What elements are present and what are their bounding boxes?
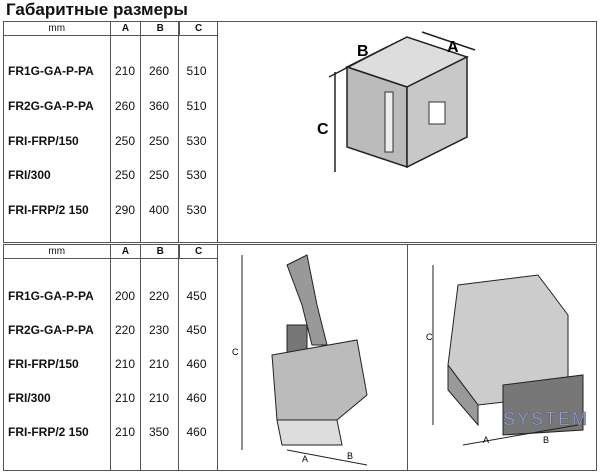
table-row: FRI-FRP/150 210 210 460 [4, 357, 217, 371]
dim-label-a: A [302, 454, 308, 464]
model-name: FRI-FRP/150 [8, 357, 79, 371]
dim-a: 210 [114, 357, 136, 371]
model-name: FR2G-GA-P-PA [8, 323, 94, 337]
dim-c: 510 [186, 99, 207, 113]
box-drawing: B A C [217, 22, 597, 242]
dim-label-b: B [543, 435, 549, 445]
dim-a: 210 [114, 391, 136, 405]
dim-label-c: C [317, 121, 329, 138]
dim-a: 200 [114, 289, 136, 303]
model-name: FRI-FRP/150 [8, 134, 79, 148]
page-title: Габаритные размеры [6, 0, 188, 19]
dim-b: 250 [148, 168, 170, 182]
header-a: A [111, 22, 142, 35]
table-row: FRI-FRP/2 150 290 400 530 [4, 203, 217, 217]
dim-label-a: A [483, 435, 489, 445]
dim-label-b: B [347, 451, 353, 461]
dim-c: 460 [186, 357, 207, 371]
model-name: FR1G-GA-P-PA [8, 289, 94, 303]
dim-a: 210 [114, 64, 136, 78]
table-row: FRI/300 250 250 530 [4, 168, 217, 182]
dim-b: 220 [148, 289, 170, 303]
dim-c: 530 [186, 203, 207, 217]
table-row: FR1G-GA-P-PA 210 260 510 [4, 64, 217, 78]
table-row: FR2G-GA-P-PA 260 360 510 [4, 99, 217, 113]
dim-b: 400 [148, 203, 170, 217]
header-mm: mm [4, 245, 111, 258]
dim-b: 210 [148, 391, 170, 405]
model-name: FR2G-GA-P-PA [8, 99, 94, 113]
dim-b: 230 [148, 323, 170, 337]
model-name: FRI-FRP/2 150 [8, 425, 89, 439]
dim-a: 250 [114, 134, 136, 148]
dim-a: 220 [114, 323, 136, 337]
dim-c: 460 [186, 425, 207, 439]
model-name: FR1G-GA-P-PA [8, 64, 94, 78]
watermark-logo: SYSTEM [503, 409, 589, 429]
dim-b: 360 [148, 99, 170, 113]
model-name: FRI-FRP/2 150 [8, 203, 89, 217]
vegetable-cutter-front-drawing: C A B SYSTEM [408, 245, 597, 470]
model-name: FRI/300 [8, 391, 51, 405]
table-row: FR2G-GA-P-PA 220 230 450 [4, 323, 217, 337]
header-b: B [141, 245, 181, 258]
header-c: C [194, 246, 203, 257]
header-b: B [141, 22, 181, 35]
dim-label-c: C [426, 332, 433, 342]
dim-b: 350 [148, 425, 170, 439]
table-row: FRI-FRP/150 250 250 530 [4, 134, 217, 148]
header-a: A [111, 245, 142, 258]
dim-label-b: B [357, 43, 369, 60]
dim-c: 530 [186, 168, 207, 182]
dim-a: 290 [114, 203, 136, 217]
dim-b: 260 [148, 64, 170, 78]
table-row: FRI/300 210 210 460 [4, 391, 217, 405]
dim-b: 210 [148, 357, 170, 371]
dim-a: 210 [114, 425, 136, 439]
dim-c: 510 [186, 64, 207, 78]
dim-c: 530 [186, 134, 207, 148]
dim-c: 450 [186, 323, 207, 337]
table-row: FRI-FRP/2 150 210 350 460 [4, 425, 217, 439]
dim-c: 450 [186, 289, 207, 303]
table-row: FR1G-GA-P-PA 200 220 450 [4, 289, 217, 303]
dim-c: 460 [186, 391, 207, 405]
dim-a: 260 [114, 99, 136, 113]
header-mm: mm [4, 22, 111, 35]
dim-b: 250 [148, 134, 170, 148]
model-name: FRI/300 [8, 168, 51, 182]
dim-label-c: C [232, 347, 239, 357]
dim-label-a: A [447, 39, 459, 56]
header-c: C [194, 23, 203, 34]
vegetable-cutter-side-drawing: C A B [217, 245, 408, 470]
dim-a: 250 [114, 168, 136, 182]
